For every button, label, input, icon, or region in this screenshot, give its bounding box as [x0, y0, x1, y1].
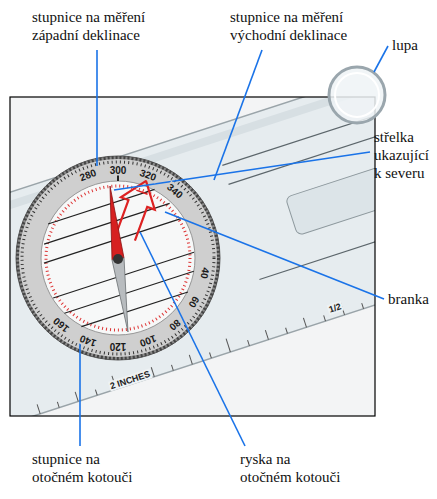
bezel-number: 280: [77, 167, 98, 184]
capsule: [41, 181, 195, 335]
bezel-number: 160: [51, 315, 72, 335]
illustration-part: [229, 116, 375, 184]
bezel-number: 140: [77, 332, 98, 349]
illustration-part: [210, 352, 212, 358]
illustration-part: [226, 339, 230, 352]
illustration-part: [265, 330, 268, 340]
callout-label: stupnice na měření východní deklinace: [230, 8, 380, 44]
declination-scale: [46, 186, 190, 330]
callout-label: stupnice na otočném kotouči: [32, 450, 152, 486]
bezel-number: 80: [166, 317, 183, 334]
needle-south: [112, 258, 128, 332]
bezel-number: 100: [137, 332, 158, 349]
illustration-part: [324, 315, 326, 321]
direction-lines: [222, 97, 375, 279]
callout-label: lupa: [392, 36, 418, 54]
bezel-number: 60: [186, 294, 202, 311]
illustration-part: [75, 392, 78, 402]
leader-line: [214, 50, 262, 180]
bezel-number: 40: [198, 266, 211, 281]
leader-line: [96, 50, 98, 166]
callout-label: střelka ukazující k severu: [374, 128, 434, 182]
magnifier-glint: [335, 73, 379, 117]
callout-label: stupnice na měření západní deklinace: [32, 8, 182, 44]
illustration-part: [286, 328, 288, 334]
illustration-part: [95, 390, 97, 396]
illustration-part: [303, 318, 306, 328]
knurled-rim: [16, 156, 220, 360]
illustration-part: [248, 340, 250, 346]
needle-north: [110, 186, 124, 260]
baseplate-body: [10, 97, 375, 416]
illustration-part: [64, 271, 193, 313]
bezel-number: 320: [137, 167, 158, 184]
callout-label: branka: [388, 290, 429, 308]
leader-line: [374, 46, 388, 72]
knurl: [18, 158, 218, 358]
bezel-number: 300: [109, 165, 128, 176]
illustration-part: [37, 404, 40, 414]
illustration-part: [362, 303, 364, 309]
bezel-number: 340: [164, 180, 185, 200]
illustration-part: [189, 355, 192, 365]
photo: [10, 97, 375, 416]
illustration-part: [44, 203, 170, 244]
pivot: [113, 254, 123, 264]
leader-lines: [80, 46, 388, 446]
bezel-ring: [30, 170, 206, 346]
magnifier: [329, 67, 385, 123]
ruler-text: 1/2: [327, 301, 344, 315]
leader-line: [165, 212, 384, 299]
illustration-part: [136, 190, 147, 194]
baseplate: [10, 97, 375, 416]
photo-frame: [10, 97, 375, 416]
bezel-number: 120: [109, 341, 128, 352]
illustration-part: [57, 402, 59, 408]
illustration-part: [151, 367, 154, 377]
leader-line: [114, 152, 370, 190]
leader-line: [79, 340, 81, 446]
illustration-part: [48, 189, 155, 224]
illustration-part: [171, 365, 173, 371]
ruler-text: 2 INCHES: [108, 369, 152, 392]
baseplate-window: [285, 160, 375, 235]
callout-label: ryska na otočném kotouči: [240, 450, 344, 486]
